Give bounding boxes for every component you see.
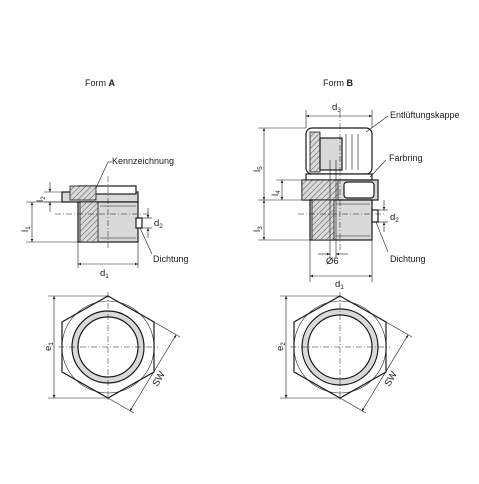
form-b-side-view: d3 Entlüftungskappe Farbring l5 l4 l3 d2… xyxy=(252,102,460,291)
dim-b-l4: l4 xyxy=(270,190,282,196)
dim-b-d2: d2 xyxy=(390,212,399,224)
callout-entlueftungskappe: Entlüftungskappe xyxy=(390,110,460,120)
form-b-top-view: e2 SW xyxy=(275,292,413,414)
dim-a-d2: d2 xyxy=(154,218,163,230)
form-a-seal xyxy=(135,217,143,229)
form-b-colour-ring xyxy=(305,173,373,181)
dim-a-l1: l1 xyxy=(20,226,32,232)
form-b-cap-inner xyxy=(319,137,343,171)
form-b-seal xyxy=(371,209,379,223)
dim-b-l3: l3 xyxy=(252,226,264,232)
callout-farbring: Farbring xyxy=(389,153,423,163)
callout-dichtung-a: Dichtung xyxy=(153,254,189,264)
dim-b-d1: d1 xyxy=(335,279,344,291)
form-a-top-view: e1 SW xyxy=(43,292,181,414)
dim-b-d3: d3 xyxy=(332,102,341,114)
form-b-thread-section xyxy=(311,199,335,241)
dim-b-d6: Ø6 xyxy=(326,256,339,267)
form-a-marking xyxy=(69,185,97,201)
form-b-cap-section xyxy=(309,131,321,173)
form-a-title: Form A xyxy=(85,78,116,88)
dim-a-l2: l2 xyxy=(35,196,47,202)
dim-b-e2: e2 xyxy=(275,342,287,351)
form-b-title: Form B xyxy=(323,78,354,88)
form-a-side-view: Kennzeichnung l2 l1 d2 Dichtung d1 xyxy=(20,156,189,280)
dim-a-d1: d1 xyxy=(100,268,109,280)
dim-a-e1: e1 xyxy=(43,342,55,351)
form-b-body-section xyxy=(301,179,339,201)
callout-dichtung-b: Dichtung xyxy=(390,254,426,264)
dim-b-l5: l5 xyxy=(252,166,264,172)
form-a-section xyxy=(79,201,99,243)
callout-kennzeichnung: Kennzeichnung xyxy=(112,156,174,166)
